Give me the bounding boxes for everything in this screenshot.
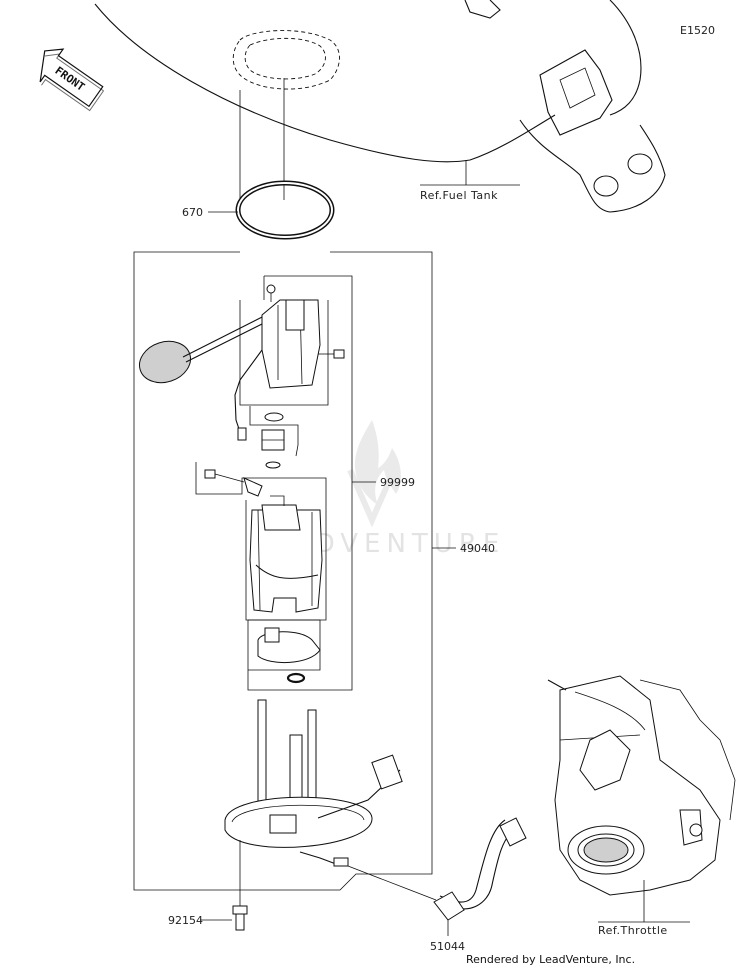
o-ring-3 <box>286 672 306 684</box>
bolt-92154 <box>232 905 248 931</box>
part-label-670: 670 <box>182 206 203 219</box>
bracket-99999 <box>247 275 353 691</box>
part-label-49040: 49040 <box>460 542 495 555</box>
front-arrow: FRONT <box>39 48 105 112</box>
filter-adapter <box>261 429 285 451</box>
fuel-tank <box>94 0 666 213</box>
part-label-92154: 92154 <box>168 914 203 927</box>
watermark-flame-icon <box>347 420 401 528</box>
part-label-51044: 51044 <box>430 940 465 953</box>
o-ring-670 <box>235 180 335 240</box>
ref-fuel-tank-label: Ref.Fuel Tank <box>420 189 498 202</box>
small-bolt <box>204 469 263 497</box>
fuel-pump-body <box>249 495 323 613</box>
hose-51044 <box>433 817 527 921</box>
footer-credit: Rendered by LeadVenture, Inc. <box>466 953 635 966</box>
part-label-99999: 99999 <box>380 476 415 489</box>
throttle-body <box>547 675 736 896</box>
small-o-ring-1 <box>264 412 284 422</box>
bracket-49040 <box>133 251 433 891</box>
pump-filter <box>257 627 321 664</box>
diagram-code: E1520 <box>680 24 715 37</box>
fuel-level-sender <box>139 284 345 441</box>
pump-base-flange <box>224 699 403 867</box>
ref-throttle-label: Ref.Throttle <box>598 924 668 937</box>
small-o-ring-2 <box>265 461 281 469</box>
